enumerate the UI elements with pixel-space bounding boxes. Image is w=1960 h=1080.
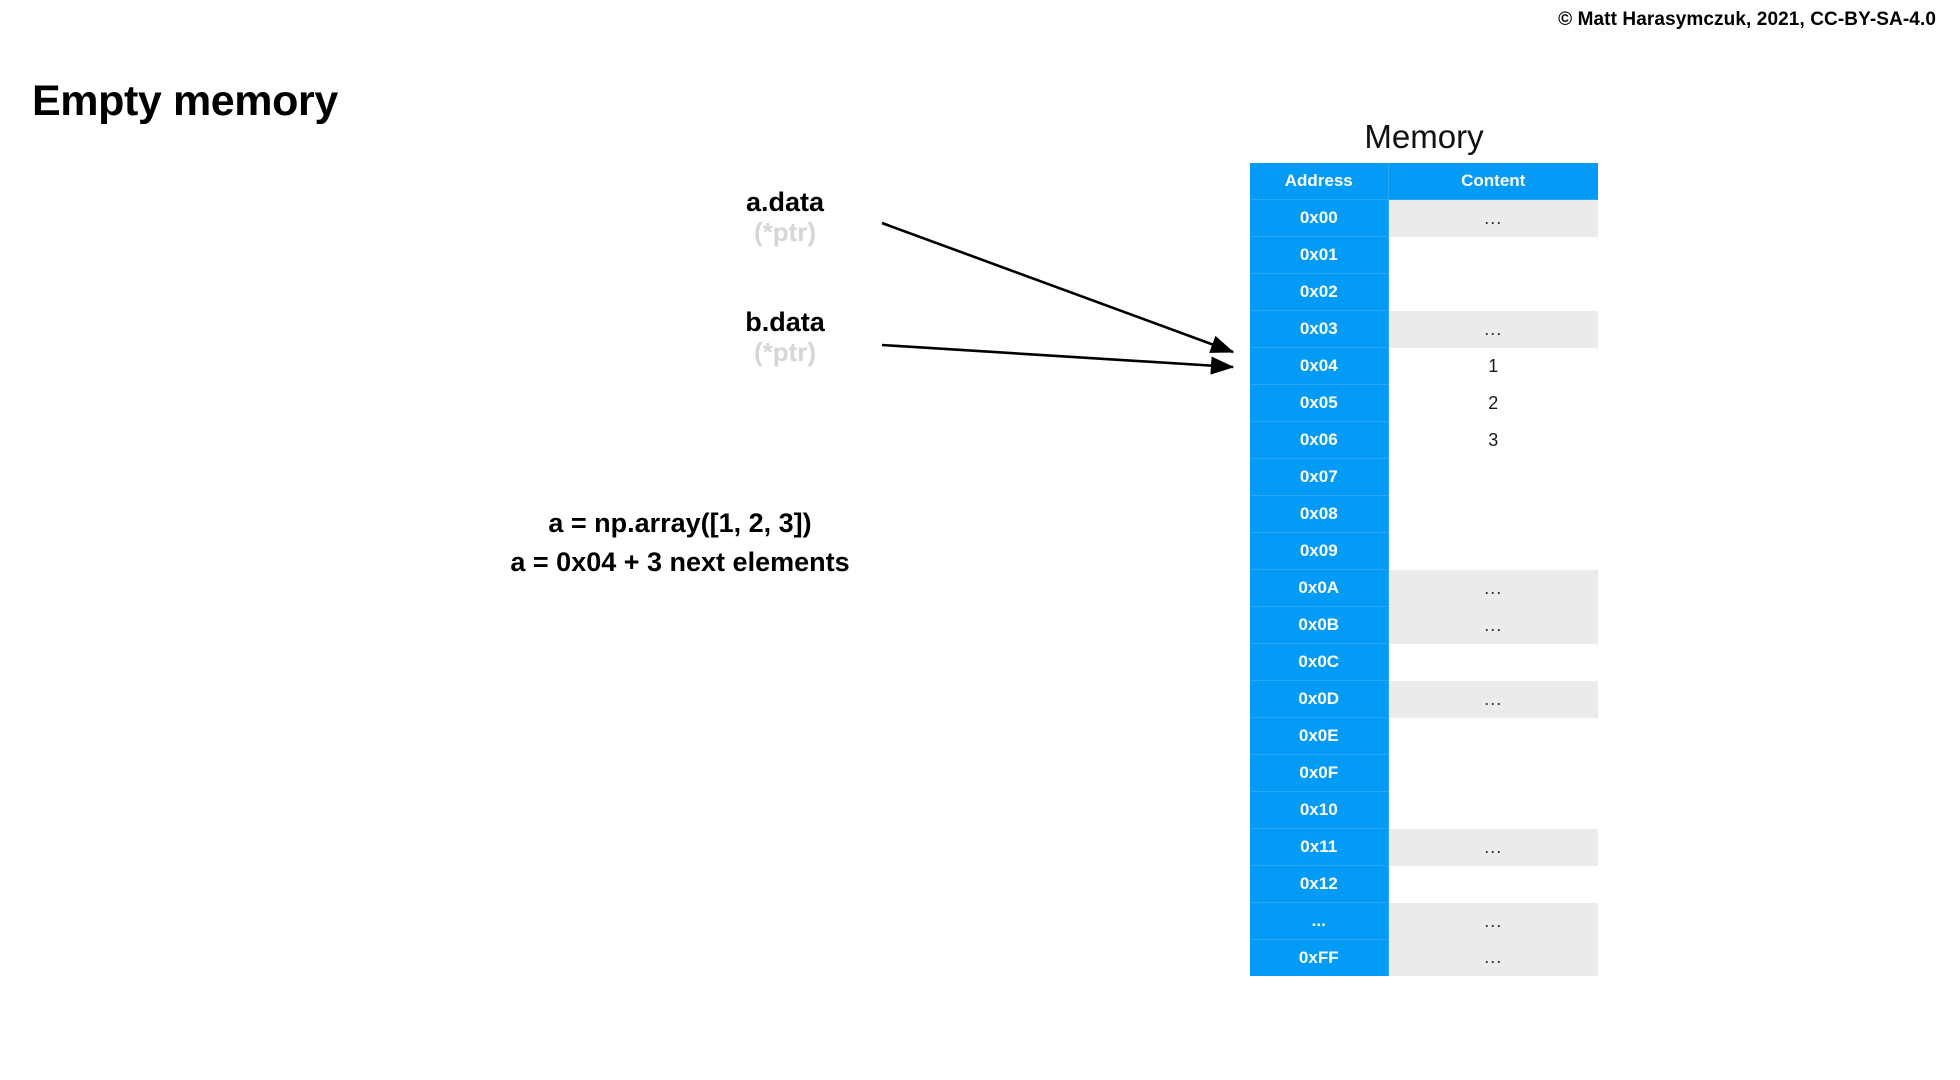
- memory-content-cell: [1388, 754, 1598, 792]
- table-row: 0x0B...: [1250, 606, 1598, 644]
- memory-address-cell: 0x0A: [1250, 569, 1389, 607]
- memory-content-cell: [1388, 865, 1598, 903]
- memory-address-cell: 0x04: [1250, 347, 1389, 385]
- memory-address-cell: 0x0F: [1250, 754, 1389, 792]
- table-row: 0x09: [1250, 532, 1598, 570]
- memory-content-cell: 3: [1388, 421, 1598, 459]
- memory-address-cell: ...: [1250, 902, 1389, 940]
- page-title: Empty memory: [32, 76, 338, 125]
- table-row: 0x0E: [1250, 717, 1598, 755]
- memory-address-cell: 0x10: [1250, 791, 1389, 829]
- memory-address-cell: 0x11: [1250, 828, 1389, 866]
- table-row: 0x0C: [1250, 643, 1598, 681]
- memory-content-cell: [1388, 236, 1598, 274]
- table-row: 0x10: [1250, 791, 1598, 829]
- table-row: 0xFF...: [1250, 939, 1598, 976]
- table-row: 0x02: [1250, 273, 1598, 311]
- copyright-notice: © Matt Harasymczuk, 2021, CC-BY-SA-4.0: [1558, 9, 1936, 30]
- table-row: 0x0D...: [1250, 680, 1598, 718]
- table-row: 0x01: [1250, 236, 1598, 274]
- pointer-sub-b: (*ptr): [753, 337, 817, 368]
- memory-content-cell: [1388, 717, 1598, 755]
- memory-heading: Memory: [1364, 118, 1484, 155]
- memory-content-cell: [1388, 643, 1598, 681]
- memory-content-cell: ...: [1388, 939, 1598, 976]
- arrow-b-data-to-memory: [881, 343, 1235, 375]
- memory-address-cell: 0x0B: [1250, 606, 1389, 644]
- memory-address-cell: 0x12: [1250, 865, 1389, 903]
- code-annotation: a = np.array([1, 2, 3]) a = 0x04 + 3 nex…: [390, 504, 970, 582]
- table-row: 0x12: [1250, 865, 1598, 903]
- table-row: 0x11...: [1250, 828, 1598, 866]
- memory-content-cell: ...: [1388, 902, 1598, 940]
- table-header-row: Address Content: [1250, 163, 1598, 200]
- memory-address-cell: 0x0D: [1250, 680, 1389, 718]
- table-row: 0x0A...: [1250, 569, 1598, 607]
- memory-address-cell: 0x0C: [1250, 643, 1389, 681]
- pointer-name-a: a.data: [745, 187, 825, 217]
- arrow-a-data-to-memory: [881, 221, 1235, 354]
- memory-content-cell: 1: [1388, 347, 1598, 385]
- table-row: 0x00...: [1250, 199, 1598, 237]
- memory-content-cell: 2: [1388, 384, 1598, 422]
- memory-content-cell: [1388, 495, 1598, 533]
- table-row: 0x03...: [1250, 310, 1598, 348]
- column-header-content: Content: [1388, 163, 1598, 200]
- memory-address-cell: 0x0E: [1250, 717, 1389, 755]
- memory-address-cell: 0x01: [1250, 236, 1389, 274]
- pointer-sub-a: (*ptr): [753, 217, 817, 248]
- memory-content-cell: ...: [1388, 680, 1598, 718]
- table-row: 0x07: [1250, 458, 1598, 496]
- memory-content-cell: ...: [1388, 828, 1598, 866]
- memory-address-cell: 0x08: [1250, 495, 1389, 533]
- memory-address-cell: 0x05: [1250, 384, 1389, 422]
- memory-address-cell: 0x03: [1250, 310, 1389, 348]
- code-annotation-line-2: a = 0x04 + 3 next elements: [510, 546, 850, 577]
- memory-content-cell: ...: [1388, 569, 1598, 607]
- memory-address-cell: 0x09: [1250, 532, 1389, 570]
- memory-address-cell: 0xFF: [1250, 939, 1389, 976]
- memory-content-cell: [1388, 273, 1598, 311]
- memory-content-cell: ...: [1388, 199, 1598, 237]
- memory-content-cell: [1388, 532, 1598, 570]
- table-row: ......: [1250, 902, 1598, 940]
- column-header-address: Address: [1250, 163, 1389, 200]
- pointer-label-b: b.data (*ptr): [690, 307, 880, 368]
- pointer-label-a: a.data (*ptr): [690, 187, 880, 248]
- code-annotation-line-1: a = np.array([1, 2, 3]): [548, 508, 812, 538]
- memory-address-cell: 0x06: [1250, 421, 1389, 459]
- table-row: 0x08: [1250, 495, 1598, 533]
- memory-address-cell: 0x00: [1250, 199, 1389, 237]
- memory-content-cell: ...: [1388, 310, 1598, 348]
- pointer-name-b: b.data: [745, 307, 825, 337]
- memory-address-cell: 0x02: [1250, 273, 1389, 311]
- memory-content-cell: [1388, 458, 1598, 496]
- memory-content-cell: ...: [1388, 606, 1598, 644]
- memory-address-cell: 0x07: [1250, 458, 1389, 496]
- table-row: 0x0F: [1250, 754, 1598, 792]
- memory-content-cell: [1388, 791, 1598, 829]
